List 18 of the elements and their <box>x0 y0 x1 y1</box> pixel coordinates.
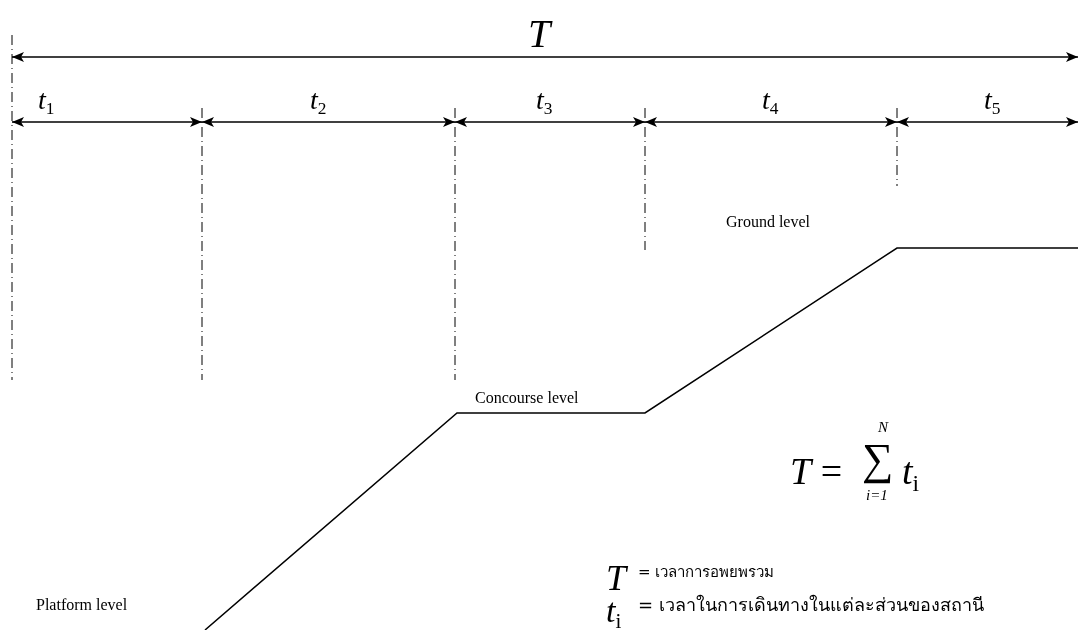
legend-symbol: t$_{i}$ <box>606 594 622 630</box>
formula-text: T = <box>790 452 843 490</box>
dimension-label: t$_{2}$ <box>310 86 327 118</box>
dimension-label: t$_{1}$ <box>38 86 55 118</box>
formula-text: i=1 <box>866 488 888 503</box>
dimension-label: T <box>528 14 551 54</box>
formula-text: ∑ <box>862 438 894 482</box>
level-label: Concourse level <box>475 390 579 406</box>
dimension-label: t$_{5}$ <box>984 86 1001 118</box>
legend-definition: = เวลาในการเดินทางในแต่ละส่วนของสถานี <box>638 596 984 614</box>
formula-text: N <box>878 420 888 435</box>
formula-text: t$_{i}$ <box>902 452 920 496</box>
legend-symbol: T <box>606 560 627 596</box>
level-label: Platform level <box>36 597 128 613</box>
dimension-label: t$_{4}$ <box>762 86 779 118</box>
level-label: Ground level <box>726 214 810 230</box>
legend-definition: = เวลาการอพยพรวม <box>638 565 775 580</box>
dimension-label: t$_{3}$ <box>536 86 553 118</box>
